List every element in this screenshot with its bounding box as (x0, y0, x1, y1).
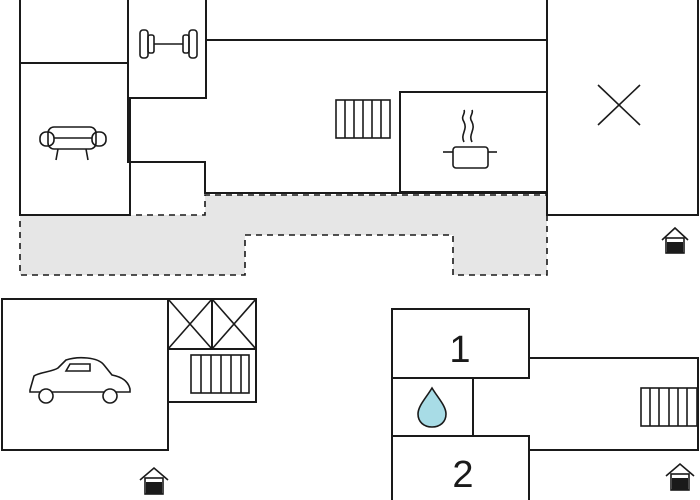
radiator-icon (190, 354, 250, 394)
room-2 (391, 435, 530, 500)
annex-hall (528, 357, 699, 451)
living-room (19, 62, 131, 216)
bed-cross-icon (597, 84, 641, 126)
bedroom-walls (546, 0, 699, 216)
garage (1, 298, 257, 451)
entrance-icon (665, 462, 695, 491)
radiator-icon (640, 387, 698, 427)
hall-wall (127, 98, 547, 194)
cooking-pot-icon (443, 109, 497, 169)
annex (391, 308, 699, 500)
entrance-icon (661, 226, 689, 254)
upper-wall (206, 0, 548, 41)
water-drop-icon (417, 386, 447, 428)
terrace-area (19, 194, 548, 276)
kitchen (399, 91, 548, 193)
car-icon (29, 356, 131, 404)
storage-cross-icon (167, 298, 257, 350)
dumbbell-icon (139, 29, 198, 59)
sofa-icon (39, 126, 107, 161)
garage-room (1, 298, 169, 451)
entrance-icon (139, 466, 169, 495)
room-number-2: 2 (452, 454, 473, 496)
room-1 (391, 308, 530, 379)
room-number-1: 1 (449, 329, 470, 371)
room-top-left (19, 0, 131, 64)
radiator-icon (335, 99, 391, 139)
main-house (19, 0, 699, 216)
